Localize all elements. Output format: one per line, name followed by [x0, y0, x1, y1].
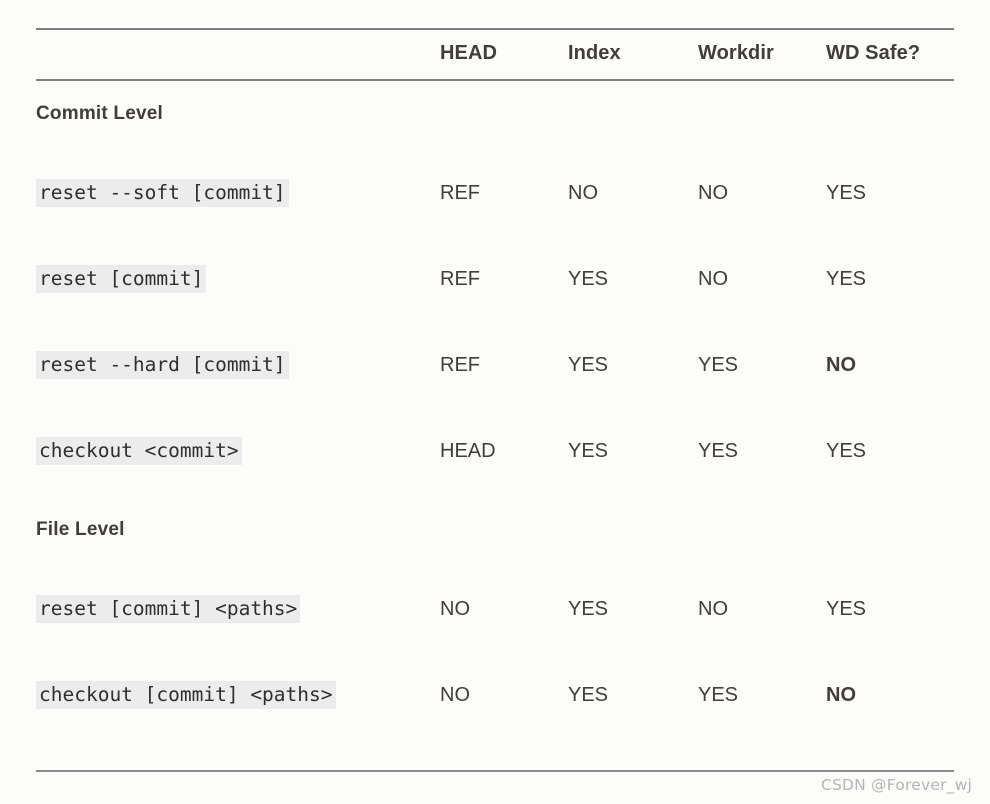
- section-spacer-wd-safe: [826, 494, 954, 566]
- command-cell: reset [commit]: [36, 236, 440, 322]
- column-header-index: Index: [568, 41, 621, 64]
- command-text: checkout <commit>: [36, 437, 242, 466]
- value-index: YES: [568, 597, 609, 620]
- section-spacer-workdir: [698, 78, 826, 150]
- table-row: reset --hard [commit] REF YES YES NO: [36, 322, 954, 408]
- value-wd-safe: YES: [826, 597, 867, 620]
- command-cell: checkout [commit] <paths>: [36, 652, 440, 738]
- value-workdir: YES: [698, 683, 739, 706]
- column-header-command: [36, 28, 440, 78]
- section-spacer-wd-safe: [826, 78, 954, 150]
- value-wd-safe: YES: [826, 181, 867, 204]
- table-header-row: HEAD Index Workdir WD Safe?: [36, 28, 954, 78]
- table-body: Commit Level reset --soft [commit] REF N…: [36, 78, 954, 738]
- table-row: reset --soft [commit] REF NO NO YES: [36, 150, 954, 236]
- value-index: NO: [568, 181, 598, 204]
- table-header-rule: [36, 79, 954, 81]
- column-header-head: HEAD: [440, 41, 498, 64]
- value-workdir: NO: [698, 181, 728, 204]
- value-workdir: NO: [698, 267, 728, 290]
- value-index: YES: [568, 267, 609, 290]
- value-head: NO: [440, 597, 470, 620]
- section-title-file-level: File Level: [36, 519, 125, 540]
- section-spacer-index: [568, 78, 698, 150]
- section-heading-row: File Level: [36, 494, 954, 566]
- value-head: REF: [440, 267, 480, 290]
- value-head: REF: [440, 181, 480, 204]
- table-row: reset [commit] REF YES NO YES: [36, 236, 954, 322]
- table-bottom-rule: [36, 770, 954, 772]
- table-row: checkout <commit> HEAD YES YES YES: [36, 408, 954, 494]
- table-top-rule: [36, 28, 954, 30]
- value-workdir: NO: [698, 597, 728, 620]
- value-wd-safe: NO: [826, 683, 856, 706]
- value-wd-safe: YES: [826, 267, 867, 290]
- command-text: reset --soft [commit]: [36, 179, 289, 208]
- value-head: HEAD: [440, 439, 496, 462]
- command-cell: reset [commit] <paths>: [36, 566, 440, 652]
- comparison-table: HEAD Index Workdir WD Safe? Commit Level…: [36, 28, 954, 738]
- value-workdir: YES: [698, 439, 739, 462]
- command-text: reset [commit]: [36, 265, 207, 294]
- value-head: NO: [440, 683, 470, 706]
- command-text: checkout [commit] <paths>: [36, 681, 336, 710]
- command-text: reset --hard [commit]: [36, 351, 289, 380]
- command-text: reset [commit] <paths>: [36, 595, 301, 624]
- table-row: checkout [commit] <paths> NO YES YES NO: [36, 652, 954, 738]
- command-cell: reset --hard [commit]: [36, 322, 440, 408]
- column-header-wd-safe: WD Safe?: [826, 41, 921, 64]
- value-wd-safe: YES: [826, 439, 867, 462]
- command-cell: reset --soft [commit]: [36, 150, 440, 236]
- value-wd-safe: NO: [826, 353, 856, 376]
- section-spacer-workdir: [698, 494, 826, 566]
- watermark-text: CSDN @Forever_wj: [820, 776, 972, 794]
- section-spacer-head: [440, 78, 568, 150]
- table-row: reset [commit] <paths> NO YES NO YES: [36, 566, 954, 652]
- value-workdir: YES: [698, 353, 739, 376]
- column-header-workdir: Workdir: [698, 41, 774, 64]
- value-index: YES: [568, 683, 609, 706]
- section-title-commit-level: Commit Level: [36, 103, 163, 124]
- section-spacer-index: [568, 494, 698, 566]
- table-header: HEAD Index Workdir WD Safe?: [36, 28, 954, 78]
- section-heading-row: Commit Level: [36, 78, 954, 150]
- section-spacer-head: [440, 494, 568, 566]
- value-head: REF: [440, 353, 480, 376]
- value-index: YES: [568, 439, 609, 462]
- value-index: YES: [568, 353, 609, 376]
- command-cell: checkout <commit>: [36, 408, 440, 494]
